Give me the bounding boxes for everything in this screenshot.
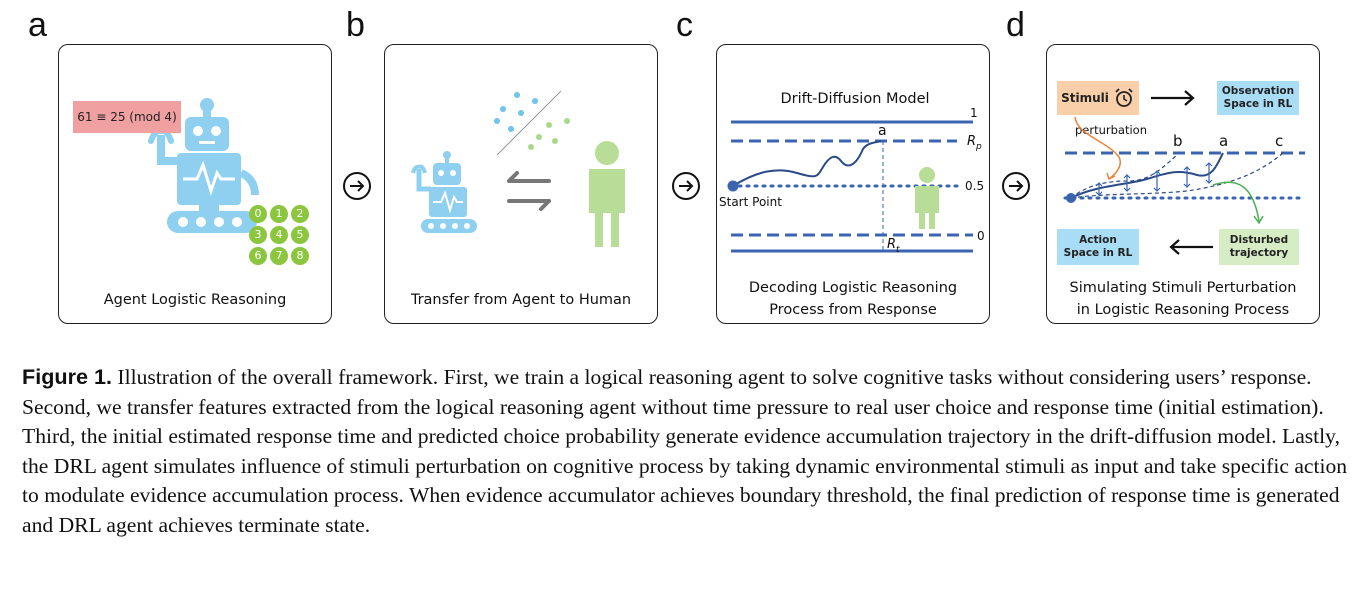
disturbed-line2: trajectory xyxy=(1229,247,1289,259)
label-c: c xyxy=(1275,132,1283,150)
robot-antenna-icon xyxy=(200,98,214,112)
panel-c-caption: Decoding Logistic Reasoning Process from… xyxy=(717,277,989,321)
panel-b: Transfer from Agent to Human xyxy=(384,44,658,324)
keypad-key: 0 xyxy=(249,205,267,223)
human-icon xyxy=(915,167,939,229)
start-point-label: Start Point xyxy=(719,195,782,209)
panel-d-caption-line2: in Logistic Reasoning Process xyxy=(1076,302,1290,318)
panel-a: 61 ≡ 25 (mod 4) 0 1 2 3 4 5 6 7 8 Agent … xyxy=(58,44,332,324)
panel-a-caption: Agent Logistic Reasoning xyxy=(103,292,287,308)
value-1-label: 1 xyxy=(970,106,978,120)
action-space-box: Action Space in RL xyxy=(1057,229,1139,265)
equation-text: 61 ≡ 25 (mod 4) xyxy=(77,110,177,124)
panel-d-caption-line1: Simulating Stimuli Perturbation xyxy=(1069,280,1297,296)
disturbed-arrow xyxy=(1212,181,1260,222)
next-arrow-icon xyxy=(343,172,371,200)
drift-diffusion-diagram: Drift-Diffusion Model 1 Rp a 0.5 0 Start… xyxy=(719,91,985,255)
keypad-key: 6 xyxy=(249,247,267,265)
left-arrow-icon xyxy=(1169,239,1213,255)
number-keypad: 0 1 2 3 4 5 6 7 8 xyxy=(249,205,313,265)
right-arrow-icon xyxy=(1151,90,1195,106)
disturbed-trajectory-box: Disturbed trajectory xyxy=(1219,229,1299,265)
panel-d: Stimuli Observation Space in RL Action S… xyxy=(1046,44,1320,324)
perturbation-diagram: perturbation b a c xyxy=(1063,90,1307,255)
perturbation-label: perturbation xyxy=(1075,123,1147,137)
transfer-illustration xyxy=(411,90,625,247)
observation-space-box: Observation Space in RL xyxy=(1217,81,1299,115)
panel-letter-c: c xyxy=(676,6,693,44)
panel-letter-a: a xyxy=(28,6,47,44)
heartbeat-icon xyxy=(183,160,235,196)
robot-icon xyxy=(411,151,477,233)
panel-c: Drift-Diffusion Model 1 Rp a 0.5 0 Start… xyxy=(716,44,990,324)
keypad-key: 4 xyxy=(270,226,288,244)
figure-label: Figure 1. xyxy=(22,364,112,389)
evidence-trajectory xyxy=(732,140,882,187)
panel-c-caption-line2: Process from Response xyxy=(769,302,937,318)
perturbation-arrows-icon xyxy=(1095,162,1213,196)
panel-b-caption: Transfer from Agent to Human xyxy=(410,292,632,308)
next-arrow-icon xyxy=(1002,172,1030,200)
next-arrow-icon xyxy=(672,172,700,200)
rp-label: Rp xyxy=(967,134,982,152)
keypad-key: 7 xyxy=(270,247,288,265)
trajectory-c xyxy=(1070,152,1284,199)
robot-body-icon xyxy=(177,153,241,205)
human-icon xyxy=(589,141,625,247)
rt-label: Rt xyxy=(887,237,900,255)
action-line1: Action xyxy=(1079,234,1117,246)
action-line2: Space in RL xyxy=(1063,247,1133,259)
label-a: a xyxy=(878,123,887,139)
robot-tracks-icon xyxy=(167,211,257,233)
value-0-label: 0 xyxy=(977,229,985,243)
observation-line1: Observation xyxy=(1221,85,1295,97)
panel-letter-d: d xyxy=(1006,6,1025,44)
perturbation-arrow xyxy=(1074,116,1121,180)
label-b: b xyxy=(1173,132,1183,150)
keypad-key: 8 xyxy=(291,247,309,265)
alarm-clock-icon xyxy=(1115,88,1133,107)
keypad-key: 5 xyxy=(291,226,309,244)
keypad-key: 1 xyxy=(270,205,288,223)
trajectory-a xyxy=(1070,152,1224,199)
stimuli-label: Stimuli xyxy=(1061,91,1109,105)
value-05-label: 0.5 xyxy=(965,179,984,193)
panel-letter-b: b xyxy=(346,6,365,44)
disturbed-line1: Disturbed xyxy=(1229,234,1289,246)
stimuli-box: Stimuli xyxy=(1057,81,1139,115)
figure-caption: Figure 1. Illustration of the overall fr… xyxy=(22,362,1352,541)
panel-d-caption: Simulating Stimuli Perturbation in Logis… xyxy=(1047,277,1319,321)
figure-caption-text: Illustration of the overall framework. F… xyxy=(22,365,1348,537)
equation-box: 61 ≡ 25 (mod 4) xyxy=(73,101,181,133)
scatter-dots-icon xyxy=(494,90,570,156)
start-point-marker xyxy=(727,180,739,192)
ddm-title: Drift-Diffusion Model xyxy=(780,91,929,107)
label-a: a xyxy=(1219,132,1228,150)
observation-line2: Space in RL xyxy=(1223,98,1293,110)
agent-robot-illustration xyxy=(148,98,259,233)
robot-head-icon xyxy=(185,117,229,151)
keypad-key: 3 xyxy=(249,226,267,244)
keypad-key: 2 xyxy=(291,205,309,223)
exchange-arrows-icon xyxy=(507,171,551,211)
panel-c-caption-line1: Decoding Logistic Reasoning xyxy=(748,280,958,296)
start-point-marker xyxy=(1066,193,1076,203)
